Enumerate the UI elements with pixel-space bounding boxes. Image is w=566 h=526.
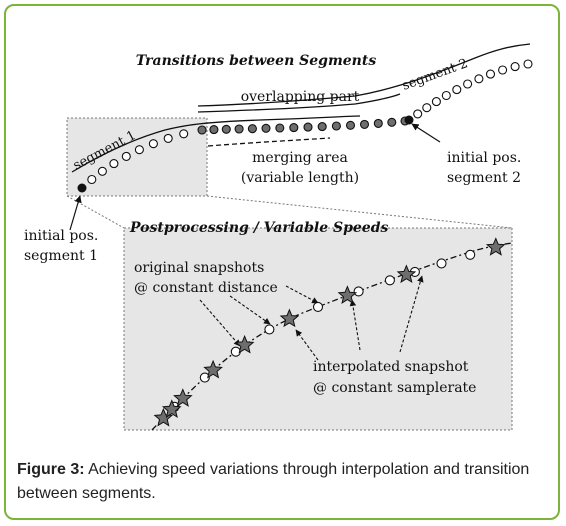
merged-snapshot-dot (209, 125, 219, 135)
merged-snapshot-dot (303, 122, 313, 132)
snapshot-circle (510, 62, 520, 72)
label-original-snapshots-line2: @ constant distance (134, 280, 278, 296)
segment1-open-snapshots (87, 129, 189, 185)
merged-snapshot-dot (221, 124, 231, 134)
arrow-initial-seg1 (69, 195, 82, 231)
merged-snapshot-dot (261, 123, 271, 133)
merged-snapshot-dot (359, 119, 370, 129)
label-merging-area: merging area (252, 150, 348, 166)
merged-snapshot-dot (275, 123, 285, 133)
snapshot-circle (431, 97, 441, 107)
figure-caption: Figure 3: Achieving speed variations thr… (17, 458, 547, 506)
arrow-original-1 (229, 295, 271, 325)
label-overlapping-part: overlapping part (241, 89, 360, 105)
original-snapshot-circle (436, 258, 447, 269)
merged-snapshot-dot (331, 121, 341, 131)
merged-snapshot-dot (247, 124, 257, 134)
label-variable-length: (variable length) (241, 170, 359, 186)
label-interpolated-line2: @ constant samplerate (313, 380, 476, 396)
merged-snapshot-dot (197, 125, 207, 135)
zoom-connector-left (66, 195, 125, 229)
arrow-original-2 (285, 285, 319, 304)
snapshot-circle (163, 133, 173, 143)
label-original-snapshots-line1: original snapshots (134, 260, 264, 276)
snapshot-circle (485, 69, 496, 79)
snapshot-circle (148, 139, 158, 149)
snapshot-circle (463, 79, 473, 89)
merging-bracket-line (207, 137, 331, 147)
snapshot-circle (452, 85, 462, 95)
label-interpolated-line1: interpolated snapshot (313, 359, 469, 375)
original-snapshot-circle (353, 286, 364, 297)
caption-text: Achieving speed variations through inter… (17, 461, 530, 502)
label-initial-pos-seg1-line1: initial pos. (24, 228, 98, 244)
interpolated-snapshot-star (173, 388, 193, 407)
overlap-bracket-line (197, 93, 401, 113)
original-snapshot-circle (465, 249, 476, 260)
diagram: Transitions between Segments overlapping… (24, 43, 533, 431)
snapshot-circle (441, 90, 451, 101)
snapshot-circle (498, 65, 508, 75)
interpolated-snapshot-star (234, 334, 255, 354)
overlap-filled-snapshots (197, 116, 410, 135)
original-snapshot-circle (384, 275, 395, 286)
snapshot-circle (121, 151, 131, 161)
label-initial-pos-seg1-line2: segment 1 (24, 248, 98, 264)
arrow-interp-1 (295, 329, 319, 361)
diagram-title: Transitions between Segments (136, 53, 377, 69)
snapshot-circle (422, 103, 432, 113)
interpolated-snapshot-star (485, 237, 506, 256)
original-snapshot-circle (264, 324, 275, 335)
initial-pos-segment1-dot (77, 183, 87, 193)
merged-snapshot-dot (317, 122, 327, 132)
caption-label: Figure 3: (17, 461, 85, 478)
interpolated-snapshot-star (279, 308, 300, 328)
snapshot-circle (97, 166, 107, 176)
merged-snapshot-dot (345, 120, 356, 130)
merged-snapshot-dot (289, 123, 299, 133)
original-snapshot-circle (199, 372, 210, 383)
merged-snapshot-dot (234, 124, 244, 134)
arrow-interp-2 (349, 299, 361, 351)
interpolated-snapshot-stars (153, 237, 506, 427)
snapshot-circle (474, 74, 484, 84)
interpolated-snapshot-star (161, 399, 182, 418)
segment2-open-snapshots (413, 59, 533, 119)
segment2-bracket-line (197, 43, 531, 107)
interpolated-snapshot-star (203, 359, 223, 379)
arrow-initial-seg2 (411, 123, 441, 143)
segment1-bracket-line (71, 115, 361, 173)
snapshot-circle (179, 129, 189, 139)
postprocessing-title: Postprocessing / Variable Speeds (129, 220, 388, 236)
merged-snapshot-dot (387, 117, 397, 127)
arrow-interp-3 (399, 275, 424, 353)
original-snapshot-circle (230, 346, 241, 357)
arrow-original-3 (199, 299, 241, 347)
label-initial-pos-seg2-line2: segment 2 (447, 170, 521, 186)
merged-snapshot-dot (373, 118, 383, 128)
initial-pos-segment2-dot (404, 115, 414, 125)
original-snapshot-circle (312, 301, 324, 312)
interpolated-snapshot-star (396, 264, 417, 284)
snapshot-circle (413, 109, 423, 119)
snapshot-circle (134, 145, 144, 155)
snapshot-circle (87, 174, 97, 185)
snapshot-circle (523, 59, 533, 69)
label-initial-pos-seg2-line1: initial pos. (447, 150, 521, 166)
zoom-connector-right (206, 195, 513, 229)
interpolated-snapshot-star (337, 285, 358, 304)
snapshot-circle (109, 159, 119, 169)
